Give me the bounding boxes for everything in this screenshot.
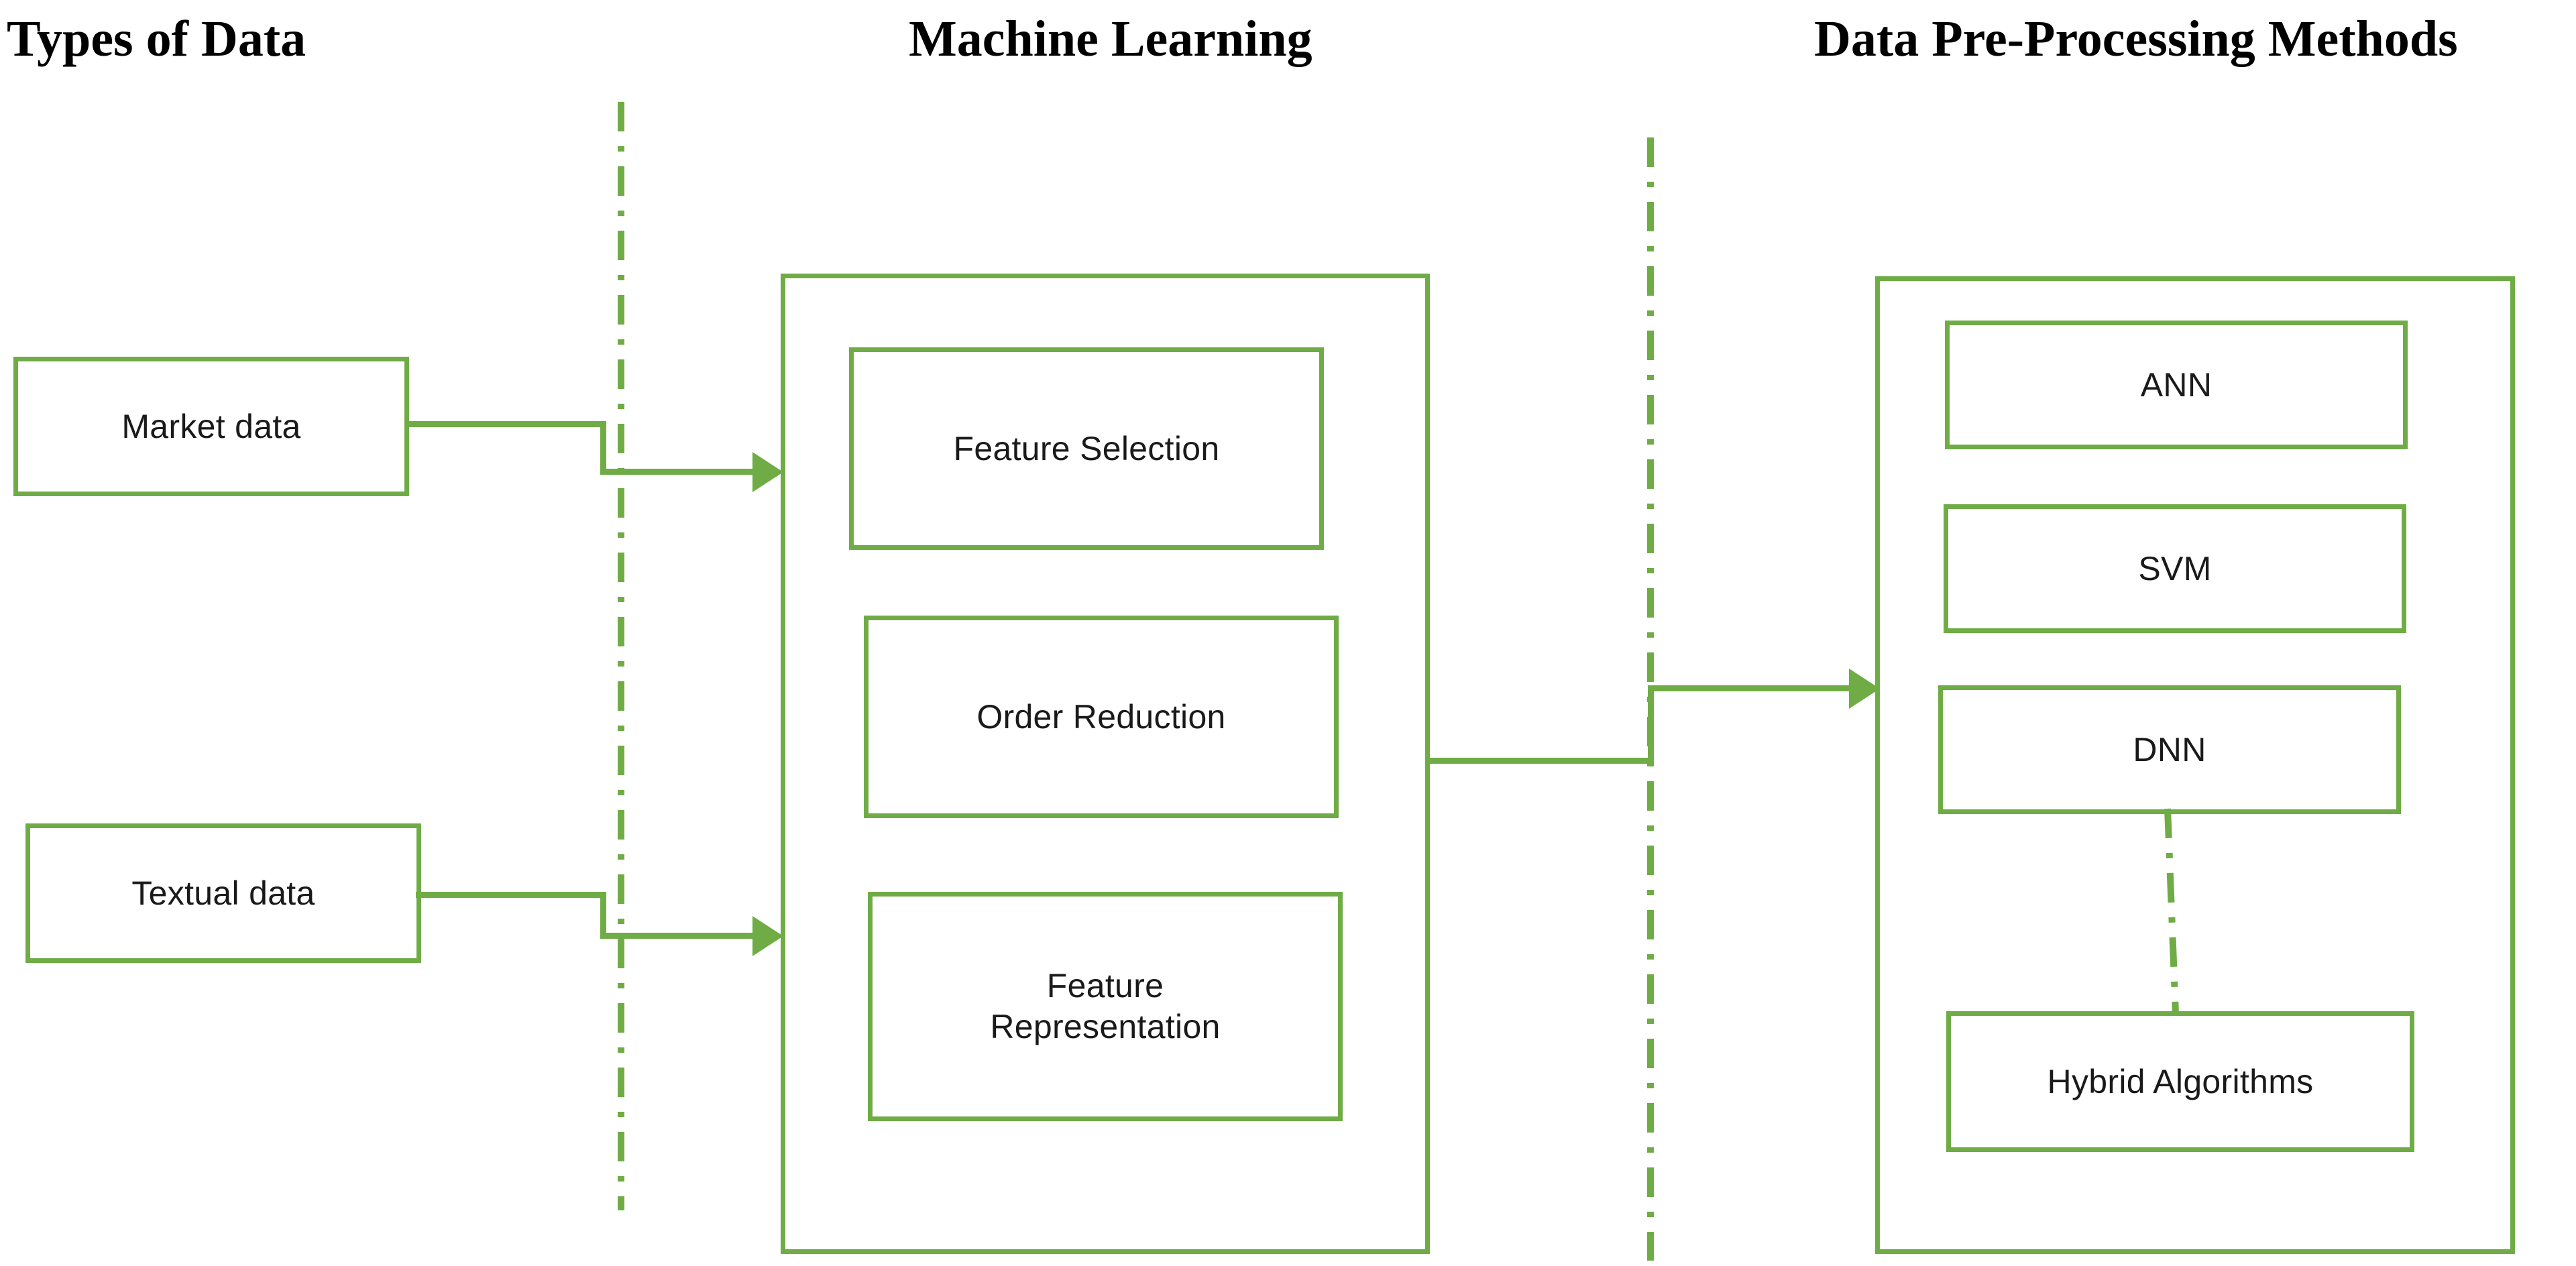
heading-data-pre-processing-methods: Data Pre-Processing Methods — [1814, 11, 2458, 67]
box-hybrid-algorithms[interactable]: Hybrid Algorithms — [1946, 1011, 2414, 1152]
connector-ml-to-preprocessing-segment-v — [1648, 685, 1654, 764]
box-feature-selection-label: Feature Selection — [953, 429, 1220, 467]
connector-ml-to-preprocessing-segment-h2 — [1648, 685, 1857, 691]
connector-market-data-to-ml-segment-h2 — [600, 469, 761, 475]
heading-types-of-data: Types of Data — [7, 11, 306, 67]
connector-textual-data-to-ml-segment-v — [600, 892, 606, 939]
box-ann[interactable]: ANN — [1945, 321, 2408, 449]
box-svm-label: SVM — [2138, 549, 2212, 587]
box-textual-data-label: Textual data — [131, 874, 315, 912]
connector-market-data-to-ml-segment-h1 — [408, 421, 606, 427]
box-dnn[interactable]: DNN — [1938, 685, 2401, 814]
box-order-reduction[interactable]: Order Reduction — [864, 616, 1339, 818]
box-textual-data[interactable]: Textual data — [25, 823, 421, 963]
connector-textual-data-to-ml-segment-h2 — [600, 933, 761, 939]
box-svm[interactable]: SVM — [1944, 504, 2406, 633]
arrowhead-ml-to-preprocessing — [1849, 669, 1880, 709]
arrowhead-market-data-to-ml — [752, 452, 783, 492]
box-feature-representation-label: Feature Representation — [990, 967, 1221, 1045]
box-market-data[interactable]: Market data — [13, 357, 409, 496]
box-hybrid-algorithms-label: Hybrid Algorithms — [2047, 1062, 2314, 1100]
heading-machine-learning: Machine Learning — [909, 11, 1312, 67]
box-ann-label: ANN — [2140, 365, 2213, 404]
connector-textual-data-to-ml-segment-h1 — [416, 892, 606, 898]
connector-market-data-to-ml-segment-v — [600, 421, 606, 475]
box-feature-representation[interactable]: Feature Representation — [868, 892, 1343, 1121]
box-feature-selection[interactable]: Feature Selection — [849, 347, 1324, 550]
box-order-reduction-label: Order Reduction — [976, 697, 1226, 736]
box-market-data-label: Market data — [121, 407, 301, 445]
box-dnn-label: DNN — [2133, 730, 2206, 768]
connector-ml-to-preprocessing-segment-h1 — [1426, 758, 1654, 764]
arrowhead-textual-data-to-ml — [752, 916, 783, 956]
